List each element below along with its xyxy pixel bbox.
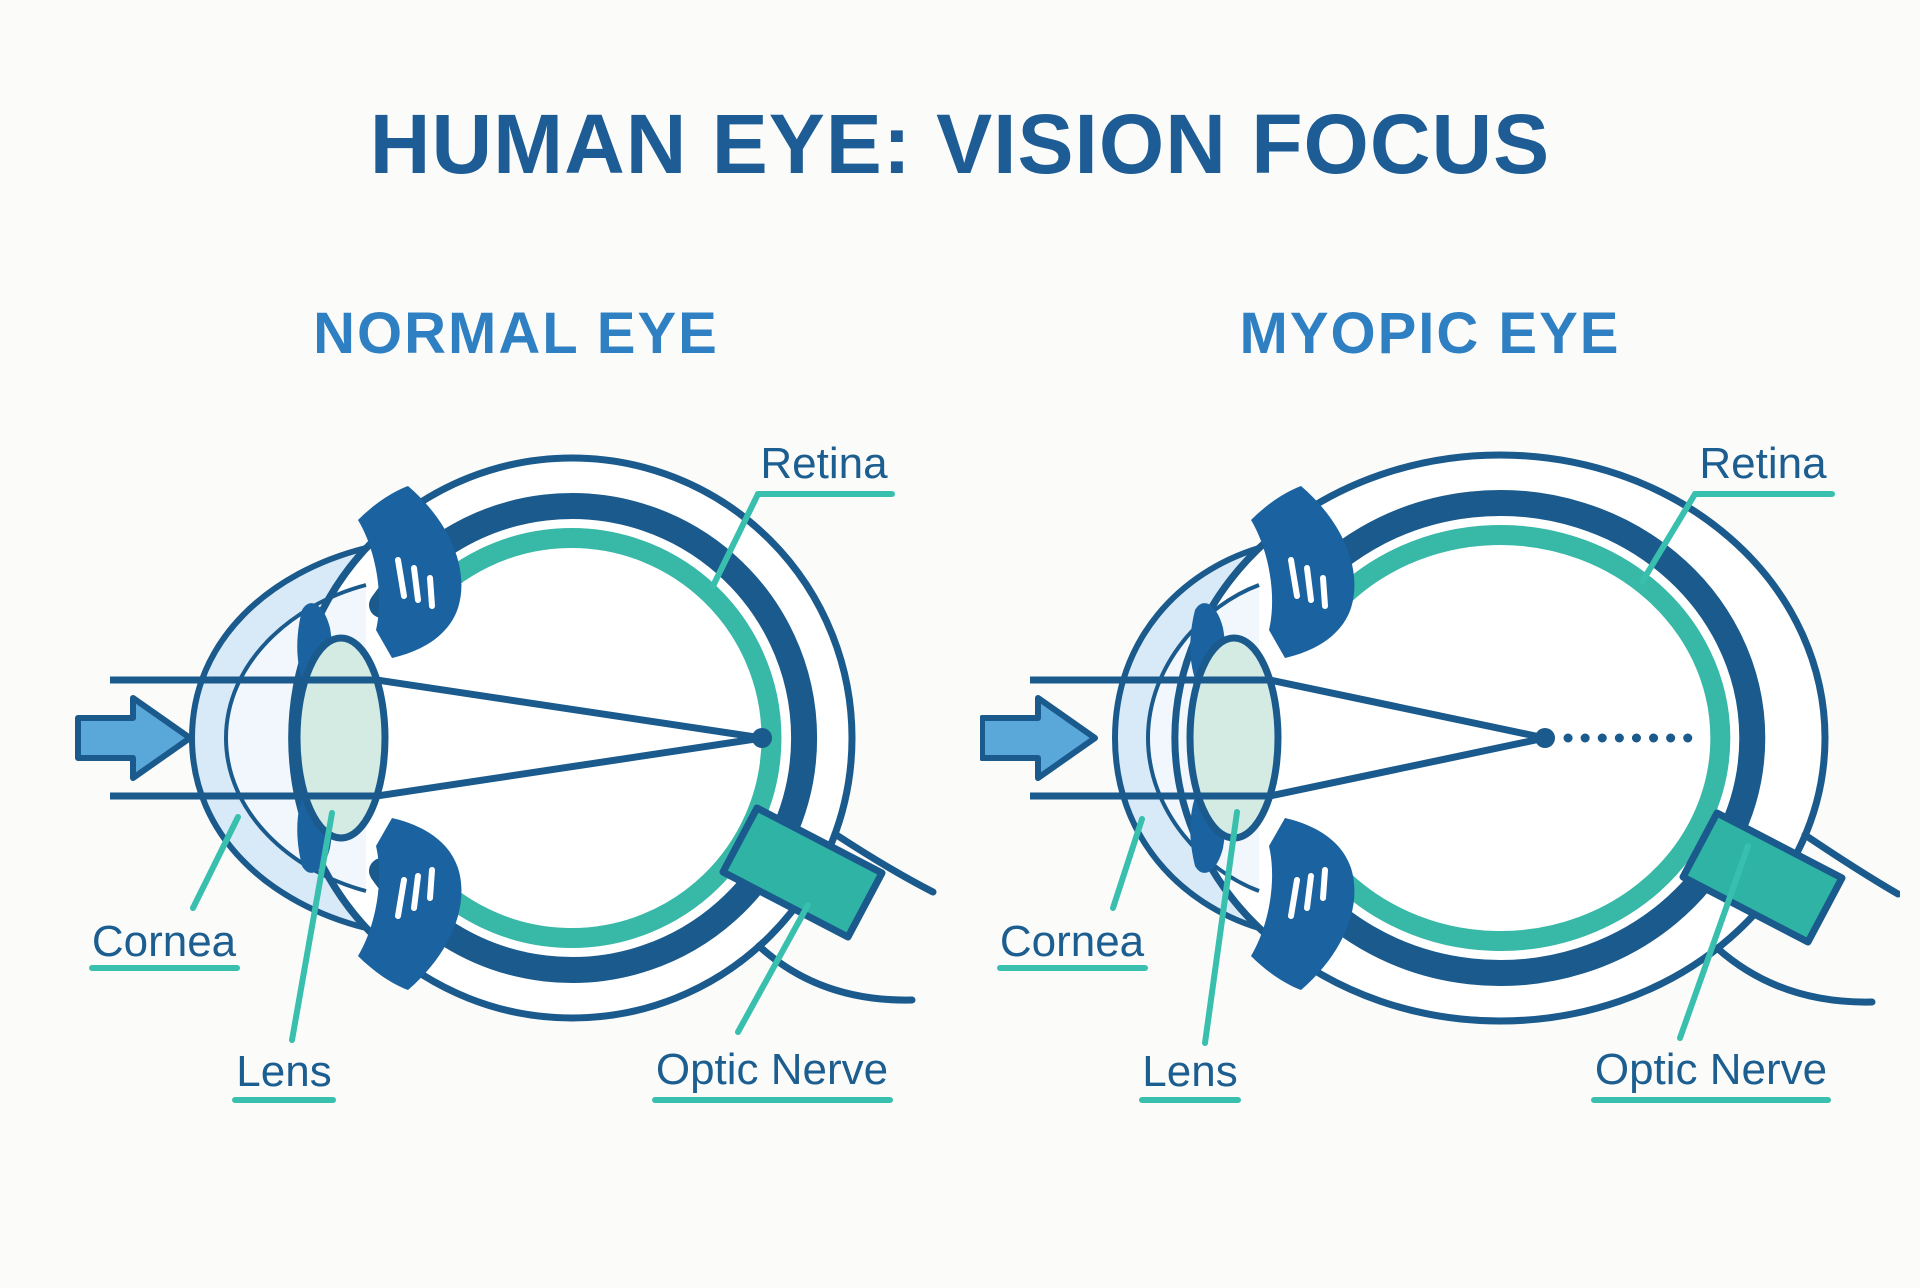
zonule-fibers [1288, 557, 1328, 919]
retina-leader-line [1639, 491, 1698, 585]
light-rays [980, 676, 1697, 800]
light-ray-top [1030, 676, 1546, 742]
zonule-fibers [395, 557, 435, 919]
optic-nerve-label: Optic Nerve [656, 1045, 888, 1094]
cornea-label: Cornea [1000, 917, 1145, 966]
cornea-inner-line [223, 583, 367, 893]
lens-label: Lens [1142, 1047, 1237, 1096]
nerve-sheath-lower [1713, 944, 1876, 1006]
cornea-outline [1111, 545, 1260, 931]
focal-point [752, 728, 772, 748]
normal-eye-heading: NORMAL EYE [313, 301, 719, 366]
lens-leader-line [1202, 809, 1240, 1046]
nerve-sheath-upper [1801, 831, 1900, 898]
choroid-band [1281, 490, 1766, 986]
lens [293, 634, 389, 842]
myopic-eye-heading: MYOPIC EYE [1239, 301, 1621, 366]
ciliary-body-upper [358, 486, 462, 658]
optic-nerve-leader-line [1677, 843, 1751, 1041]
normal-eye-diagram: Retina Cornea Lens Optic Nerve [75, 439, 937, 1103]
retina-leader-line [710, 491, 761, 589]
callouts: Retina Cornea Lens Optic Nerve [997, 439, 1835, 1103]
optic-nerve [719, 804, 886, 941]
lens-leader-line [289, 810, 335, 1043]
nerve-sheath-lower [755, 942, 916, 1004]
light-arrow-icon [980, 695, 1098, 781]
optic-nerve-group [719, 804, 937, 1004]
light-rays [75, 676, 772, 800]
optic-nerve [1679, 809, 1846, 946]
sclera-front-arc [288, 545, 369, 931]
cornea-leader-line [190, 814, 241, 911]
cornea-label: Cornea [92, 917, 237, 966]
optic-nerve-label: Optic Nerve [1595, 1045, 1827, 1094]
callouts: Retina Cornea Lens Optic Nerve [89, 439, 895, 1103]
ciliary-body-lower [1251, 818, 1355, 990]
focal-point [1535, 728, 1555, 748]
light-ray-bottom [1030, 734, 1546, 800]
page-title: HUMAN EYE: VISION FOCUS [369, 97, 1551, 191]
retina-label: Retina [1699, 439, 1827, 488]
optic-nerve-leader-line [735, 902, 811, 1035]
nerve-sheath-upper [831, 830, 937, 896]
choroid-band [369, 493, 818, 983]
retina-band [1327, 525, 1731, 951]
light-arrow-icon [75, 695, 193, 781]
cornea-leader-line [1110, 816, 1145, 911]
lens [1186, 634, 1282, 842]
lens-label: Lens [236, 1047, 331, 1096]
ciliary-body-lower [358, 818, 462, 990]
retina-label: Retina [760, 439, 888, 488]
optic-nerve-group [1679, 809, 1900, 1006]
myopic-eye-diagram: Retina Cornea Lens Optic Nerve [980, 439, 1900, 1103]
light-ray-bottom [110, 734, 763, 800]
ciliary-body-upper [1251, 486, 1355, 658]
light-ray-top [110, 676, 763, 742]
sclera-front-arc [1171, 545, 1262, 931]
